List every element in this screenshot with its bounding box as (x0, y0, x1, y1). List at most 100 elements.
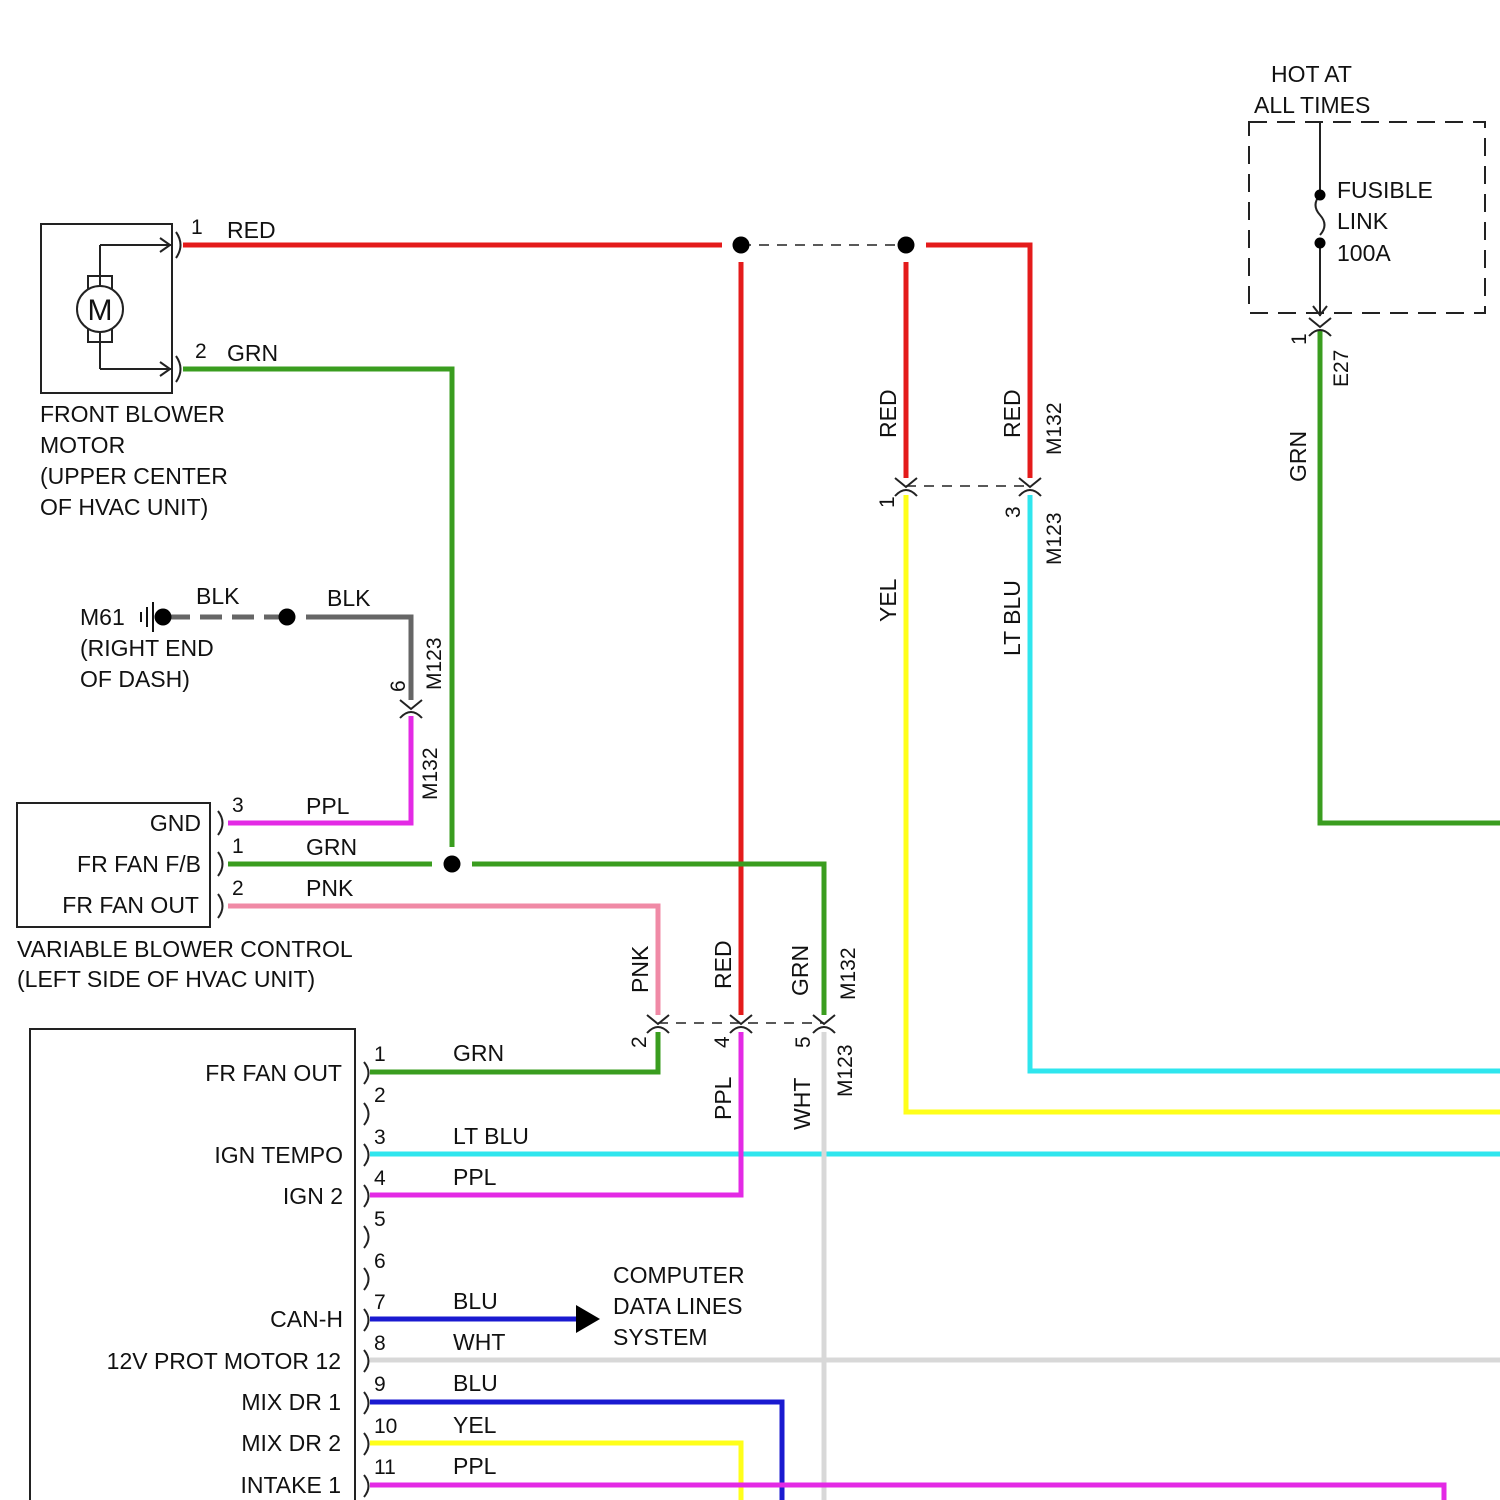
splice-dot-452 (444, 856, 461, 873)
right-bottom-label: M123 (1043, 512, 1066, 565)
module-wire-10: YEL (453, 1412, 497, 1438)
ground-dot (155, 609, 172, 626)
light-blue-wire-conn3 (1030, 495, 1500, 1071)
fusible-link-icon (1316, 122, 1325, 316)
ground-location-line-2: OF DASH) (80, 666, 190, 692)
conn6-bottom-label: M132 (419, 747, 442, 800)
lower-pin-4: 4 (711, 1036, 734, 1048)
module-pin-1: 1 (374, 1043, 386, 1066)
front-blower-motor: M (41, 224, 181, 393)
right-pin-3: 3 (1002, 506, 1025, 518)
ground-wire-right: BLK (327, 585, 371, 611)
module-pin-8: 8 (374, 1332, 386, 1355)
right-upper-wire-red-3: RED (999, 389, 1025, 438)
module-label-ign-2: IGN 2 (283, 1183, 343, 1209)
splice-dot-906 (898, 237, 915, 254)
lower-lower-wire-ppl: PPL (710, 1076, 736, 1120)
fusible-name-line-1: FUSIBLE (1337, 177, 1433, 203)
module-wire-7: BLU (453, 1288, 498, 1314)
connector-symbol-l5 (813, 1015, 835, 1033)
motor-name-line-2: MOTOR (40, 432, 125, 458)
module-pin-11: 11 (374, 1456, 396, 1479)
splice-dot-741 (733, 237, 750, 254)
motor-name-line-4: OF HVAC UNIT) (40, 494, 208, 520)
module-label-fr-fan-out: FR FAN OUT (205, 1060, 342, 1086)
yellow-wire-conn1 (906, 495, 1500, 1112)
connector-symbol-l2 (647, 1015, 669, 1033)
yellow-wire-module-pin10 (370, 1443, 741, 1500)
motor-pin2-wire: GRN (227, 340, 278, 366)
e27-wire: GRN (1285, 431, 1311, 482)
module-wire-8: WHT (453, 1329, 505, 1355)
fusible-header-line-2: ALL TIMES (1254, 92, 1370, 118)
right-lower-wire-yel: YEL (875, 578, 901, 622)
module-label-mix-dr-2: MIX DR 2 (241, 1430, 341, 1456)
lower-bottom-label: M123 (834, 1044, 857, 1097)
vbc-pin-3: 3 (232, 794, 244, 817)
data-lines-line-3: SYSTEM (613, 1324, 708, 1350)
e27-connector-id: E27 (1330, 350, 1353, 387)
vbc-wire-grn: GRN (306, 834, 357, 860)
vbc-label-fr-fan-out: FR FAN OUT (62, 892, 199, 918)
vbc-wire-pnk: PNK (306, 875, 354, 901)
ground-wire-left: BLK (196, 583, 240, 609)
conn6-pin: 6 (387, 680, 410, 692)
vbc-label-gnd: GND (150, 810, 201, 836)
purple-wire-module-pin11 (370, 1485, 1444, 1500)
vbc-wire-ppl: PPL (306, 793, 350, 819)
module-wire-3: LT BLU (453, 1123, 529, 1149)
module-pin-3: 3 (374, 1126, 386, 1149)
module-label-ign-tempo: IGN TEMPO (214, 1142, 343, 1168)
module-pin-2: 2 (374, 1084, 386, 1107)
fusible-header-line-1: HOT AT (1271, 61, 1352, 87)
green-wire-e27 (1320, 330, 1500, 823)
ground-id: M61 (80, 604, 125, 630)
purple-wire-module-pin4 (370, 1032, 741, 1195)
module-pin-4: 4 (374, 1167, 386, 1190)
vbc-pin-1: 1 (232, 835, 244, 858)
module-pin-5: 5 (374, 1208, 386, 1231)
right-lower-wire-ltblu: LT BLU (999, 580, 1025, 656)
vbc-label-fr-fan-fb: FR FAN F/B (77, 851, 201, 877)
splice-dot-ground (279, 609, 296, 626)
ground-icon (141, 602, 153, 632)
motor-name-line-3: (UPPER CENTER (40, 463, 228, 489)
data-lines-line-2: DATA LINES (613, 1293, 743, 1319)
module-pin-10: 10 (374, 1415, 397, 1438)
module-wire-1: GRN (453, 1040, 504, 1066)
connector-symbol-r3 (1019, 478, 1041, 496)
lower-pin-2: 2 (628, 1036, 651, 1048)
connector-dashed-lines (658, 245, 1030, 1023)
module-wire-4: PPL (453, 1164, 497, 1190)
motor-pin1-number: 1 (191, 216, 203, 239)
motor-name-line-1: FRONT BLOWER (40, 401, 225, 427)
module-wire-9: BLU (453, 1370, 498, 1396)
right-upper-wire-red-1: RED (875, 389, 901, 438)
module-pin-6: 6 (374, 1250, 386, 1273)
connector-symbols (400, 318, 1331, 1033)
lower-upper-wire-pnk: PNK (627, 945, 653, 993)
vbc-pin-2: 2 (232, 877, 244, 900)
module-pin-7: 7 (374, 1291, 386, 1314)
lower-top-label: M132 (837, 947, 860, 1000)
lower-pin-5: 5 (792, 1036, 815, 1048)
vbc-name-line-1: VARIABLE BLOWER CONTROL (17, 936, 353, 962)
module-label-intake-1: INTAKE 1 (240, 1472, 341, 1498)
lower-upper-wire-red: RED (710, 940, 736, 989)
lower-lower-wire-wht: WHT (789, 1078, 815, 1130)
lower-upper-wire-grn: GRN (787, 945, 813, 996)
data-lines-line-1: COMPUTER (613, 1262, 745, 1288)
connector-symbol-l4 (730, 1015, 752, 1033)
fusible-name-line-2: LINK (1337, 208, 1389, 234)
module-label-can-h: CAN-H (270, 1306, 343, 1332)
module-label-12v-prot: 12V PROT MOTOR 12 (107, 1348, 341, 1374)
conn6-top-label: M123 (423, 637, 446, 690)
connector-symbol-6 (400, 700, 422, 718)
red-wire-right-branch (926, 245, 1030, 478)
right-top-label: M132 (1043, 402, 1066, 455)
connector-symbol-r1 (895, 478, 917, 496)
module-label-mix-dr-1: MIX DR 1 (241, 1389, 341, 1415)
ground-location-line-1: (RIGHT END (80, 635, 214, 661)
module-wire-11: PPL (453, 1453, 497, 1479)
